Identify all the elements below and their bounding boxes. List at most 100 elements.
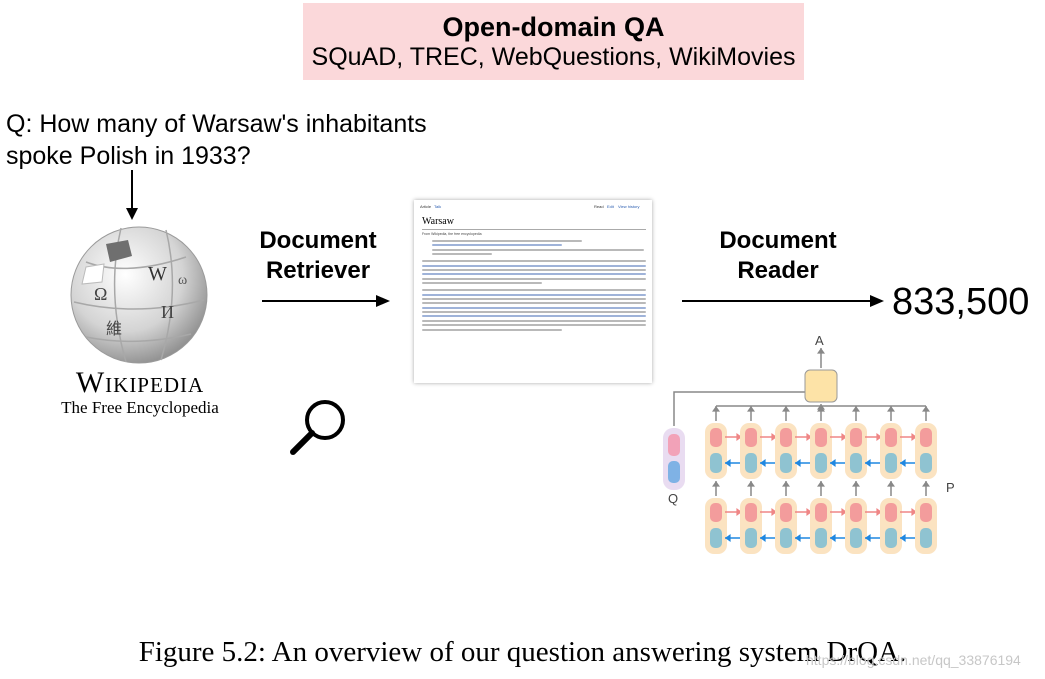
- inter-layer-arrow-7-head: [922, 481, 930, 487]
- inter-layer-arrow-1-head: [712, 481, 720, 487]
- layer1-forward-state-3: [780, 428, 792, 447]
- top-output-arrow-3-head: [782, 406, 790, 412]
- reader-label-line2: Reader: [737, 257, 819, 284]
- article-tab-edit: Edit: [607, 204, 614, 209]
- layer1-backward-arrow-3-head: [795, 459, 801, 467]
- article-tab-history: View history: [618, 204, 640, 209]
- scorer-to-answer-arrow-head: [817, 348, 825, 354]
- layer1-backward-arrow-6-head: [900, 459, 906, 467]
- layer2-backward-arrow-6-head: [900, 534, 906, 542]
- layer2-backward-arrow-5-head: [865, 534, 871, 542]
- magnifier-icon: [290, 400, 345, 455]
- figure-caption: Figure 5.2: An overview of our question …: [138, 636, 907, 668]
- reader-label-line1: Document: [719, 227, 837, 254]
- layer1-backward-state-2: [745, 453, 757, 473]
- answer-value: 833,500: [892, 281, 1030, 323]
- reader-label: Document Reader: [703, 226, 853, 286]
- layer1-forward-arrow-4-head: [841, 433, 847, 441]
- top-output-arrow-2-head: [747, 406, 755, 412]
- top-output-arrow-6-head: [887, 406, 895, 412]
- article-rule: [422, 229, 646, 230]
- article-title: Warsaw: [422, 216, 454, 227]
- layer1-backward-arrow-1-head: [725, 459, 731, 467]
- layer2-forward-state-1: [710, 503, 722, 522]
- layer2-forward-state-5: [850, 503, 862, 522]
- globe-glyph-omega: Ω: [94, 284, 107, 304]
- watermark: https://blog.csdn.net/qq_33876194: [806, 652, 1021, 668]
- layer2-backward-state-6: [885, 528, 897, 548]
- layer1-backward-arrow-5-head: [865, 459, 871, 467]
- question-text: Q: How many of Warsaw's inhabitants spok…: [6, 110, 427, 170]
- layer1-backward-arrow-4-head: [830, 459, 836, 467]
- article-from-line: From Wikipedia, the free encyclopedia: [422, 232, 482, 236]
- layer2-backward-state-7: [920, 528, 932, 548]
- retriever-label-line1: Document: [259, 227, 377, 254]
- layer1-forward-state-4: [815, 428, 827, 447]
- paragraph-label-p: P: [946, 480, 955, 495]
- article-tabs: Article Talk Read Edit View history: [414, 200, 652, 212]
- layer2-forward-state-2: [745, 503, 757, 522]
- layer1-forward-arrow-3-head: [806, 433, 812, 441]
- retriever-label: Document Retriever: [248, 226, 388, 286]
- inter-layer-arrow-3-head: [782, 481, 790, 487]
- layer1-forward-arrow-1-head: [736, 433, 742, 441]
- layer1-forward-state-5: [850, 428, 862, 447]
- layer2-forward-arrow-2-head: [771, 508, 777, 516]
- retriever-label-line2: Retriever: [265, 257, 371, 284]
- layer2-backward-state-5: [850, 528, 862, 548]
- retrieved-article: Article Talk Read Edit View history Wars…: [414, 200, 652, 383]
- layer1-forward-state-2: [745, 428, 757, 447]
- layer2-forward-state-7: [920, 503, 932, 522]
- layer1-forward-arrow-5-head: [876, 433, 882, 441]
- layer1-backward-state-7: [920, 453, 932, 473]
- diagram-title: Open-domain QA: [442, 12, 665, 42]
- article-tab-talk: Talk: [434, 204, 442, 209]
- question-encoder-top: [668, 434, 680, 456]
- layer1-forward-state-7: [920, 428, 932, 447]
- article-body: [422, 240, 646, 333]
- layer1-backward-state-6: [885, 453, 897, 473]
- layer2-forward-arrow-4-head: [841, 508, 847, 516]
- layer1-backward-state-3: [780, 453, 792, 473]
- layer2-forward-arrow-3-head: [806, 508, 812, 516]
- article-tab-article: Article: [420, 204, 432, 209]
- top-output-arrow-5-head: [852, 406, 860, 412]
- layer2-backward-state-1: [710, 528, 722, 548]
- title-banner: Open-domain QA SQuAD, TREC, WebQuestions…: [303, 3, 804, 80]
- layer2-backward-state-2: [745, 528, 757, 548]
- retriever-arrow: [262, 295, 390, 307]
- layer2-backward-arrow-4-head: [830, 534, 836, 542]
- wikipedia-globe-logo: W Ω 維 И ω: [70, 226, 208, 364]
- question-encoder-bottom: [668, 461, 680, 483]
- wikipedia-tagline: The Free Encyclopedia: [61, 398, 219, 417]
- layer1-backward-state-5: [850, 453, 862, 473]
- layer2-forward-state-3: [780, 503, 792, 522]
- layer2-backward-state-3: [780, 528, 792, 548]
- layer1-backward-state-1: [710, 453, 722, 473]
- question-to-output-line: [673, 391, 805, 426]
- article-tab-read: Read: [594, 204, 604, 209]
- globe-glyph-small-omega: ω: [178, 273, 187, 288]
- dataset-list: SQuAD, TREC, WebQuestions, WikiMovies: [311, 43, 796, 71]
- layer1-backward-state-4: [815, 453, 827, 473]
- layer2-backward-arrow-1-head: [725, 534, 731, 542]
- inter-layer-arrow-2-head: [747, 481, 755, 487]
- layer2-backward-arrow-2-head: [760, 534, 766, 542]
- layer2-forward-state-6: [885, 503, 897, 522]
- top-output-arrow-1-head: [712, 406, 720, 412]
- layer1-forward-arrow-2-head: [771, 433, 777, 441]
- layer1-forward-state-6: [885, 428, 897, 447]
- aggregation-to-scorer-arrow-head: [817, 404, 825, 410]
- globe-glyph-w: W: [148, 263, 167, 285]
- layer2-forward-arrow-6-head: [911, 508, 917, 516]
- layer1-forward-arrow-6-head: [911, 433, 917, 441]
- layer2-forward-arrow-5-head: [876, 508, 882, 516]
- output-label-a: A: [815, 333, 824, 348]
- reader-network: [663, 348, 937, 554]
- layer2-forward-arrow-1-head: [736, 508, 742, 516]
- layer2-forward-state-4: [815, 503, 827, 522]
- layer2-backward-arrow-3-head: [795, 534, 801, 542]
- layer2-backward-state-4: [815, 528, 827, 548]
- reader-arrow: [682, 295, 884, 307]
- globe-glyph-i: И: [161, 302, 174, 322]
